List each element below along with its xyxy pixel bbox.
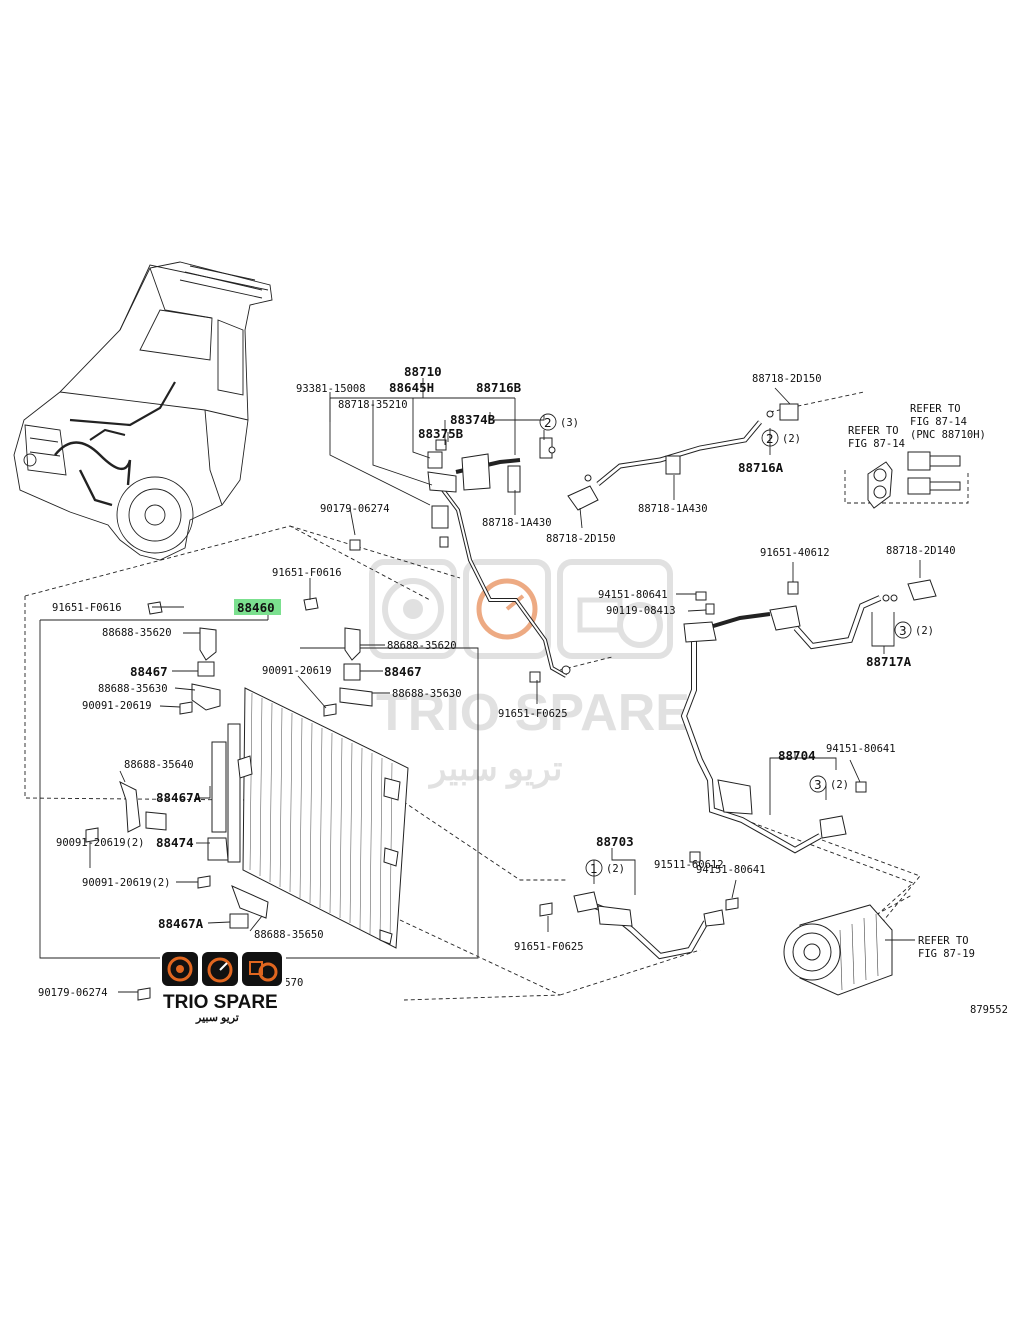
part-labels: 88710 93381-15008 88645H 88716B 88718-35… — [38, 364, 1008, 1016]
callout-qty-2-716a: (2) — [782, 433, 801, 445]
callout-2-top: 2 — [544, 416, 552, 430]
leader-lines — [89, 378, 921, 993]
callout-circle-3-704 — [809, 775, 827, 793]
label-88718-1a430-a: 88718-1A430 — [482, 517, 552, 529]
label-88717a: 88717A — [866, 654, 912, 669]
label-refer-87-14a-line2: FIG 87-14 — [848, 438, 905, 450]
label-88688-35630-b: 88688-35630 — [392, 688, 462, 700]
label-88688-35640: 88688-35640 — [124, 759, 194, 771]
vehicle-illustration — [13, 261, 273, 561]
condenser — [211, 687, 409, 949]
label-88645h: 88645H — [389, 380, 434, 395]
label-refer-87-14a-line1: REFER TO — [848, 425, 899, 437]
label-88688-35620-b: 88688-35620 — [387, 640, 457, 652]
label-90119-08413: 90119-08413 — [606, 605, 676, 617]
callout-circle-1-703 — [585, 859, 603, 877]
label-90091-20619-2b: 90091-20619(2) — [82, 877, 171, 889]
label-88467-a: 88467 — [130, 664, 168, 679]
label-88718-2d150-a: 88718-2D150 — [546, 533, 616, 545]
label-88467-b: 88467 — [384, 664, 422, 679]
label-94151-80641-a: 94151-80641 — [598, 589, 668, 601]
label-88688-35630-a: 88688-35630 — [98, 683, 168, 695]
compressor — [783, 904, 893, 996]
label-88718-35210: 88718-35210 — [338, 399, 408, 411]
label-88374b: 88374B — [450, 412, 496, 427]
label-91651-40612: 91651-40612 — [760, 547, 830, 559]
label-94151-80641-c: 94151-80641 — [696, 864, 766, 876]
label-88718-2d150-top: 88718-2D150 — [752, 373, 822, 385]
label-88688-35620-a: 88688-35620 — [102, 627, 172, 639]
watermark-brand-arabic: تريو سبير — [428, 750, 562, 789]
label-90179-06274-a: 90179-06274 — [320, 503, 390, 515]
brand-logo-name-arabic: تريو سبير — [195, 1012, 239, 1024]
callout-qty-2-717a: (2) — [915, 625, 934, 637]
callout-circle-2-716a — [761, 429, 779, 447]
label-88716a: 88716A — [738, 460, 784, 475]
label-88710: 88710 — [404, 364, 442, 379]
label-88718-1a430-b: 88718-1A430 — [638, 503, 708, 515]
label-91651-f0625-b: 91651-F0625 — [514, 941, 584, 953]
label-90179-06274-b: 90179-06274 — [38, 987, 108, 999]
label-88716b: 88716B — [476, 380, 522, 395]
label-88460: 88460 — [237, 600, 275, 615]
callout-3-717a: 3 — [899, 624, 907, 638]
label-88704: 88704 — [778, 748, 816, 763]
fittings — [427, 403, 961, 927]
label-91651-f0625-a: 91651-F0625 — [498, 708, 568, 720]
bolts — [85, 536, 867, 1001]
label-88474: 88474 — [156, 835, 194, 850]
watermark-center: TRIO SPARE تريو سبير — [369, 559, 690, 789]
label-91511-60612: 91511-60612 — [654, 859, 724, 871]
highlight-88460 — [234, 599, 281, 615]
label-93381-15008: 93381-15008 — [296, 383, 366, 395]
label-refer-87-14b-line2: FIG 87-14 — [910, 416, 967, 428]
label-88375b: 88375B — [418, 426, 464, 441]
label-88467a-b: 88467A — [158, 916, 204, 931]
callout-circle-3-717a — [894, 621, 912, 639]
label-refer-87-14b-line3: (PNC 88710H) — [910, 429, 986, 441]
label-88703: 88703 — [596, 834, 634, 849]
label-refer-87-19-line2: FIG 87-19 — [918, 948, 975, 960]
label-88688-35650: 88688-35650 — [254, 929, 324, 941]
callout-qty-2-703: (2) — [606, 863, 625, 875]
callout-3-704: 3 — [814, 778, 822, 792]
watermark-brand: TRIO SPARE — [376, 684, 690, 742]
label-94151-80641-b: 94151-80641 — [826, 743, 896, 755]
label-88467a-a: 88467A — [156, 790, 202, 805]
callout-qty-2-704: (2) — [830, 779, 849, 791]
pipes — [438, 420, 882, 960]
label-91651-f0616-a: 91651-F0616 — [272, 567, 342, 579]
callout-1-703: 1 — [590, 862, 598, 876]
callout-qty-3-top: (3) — [560, 417, 579, 429]
label-88718-2d140: 88718-2D140 — [886, 545, 956, 557]
brand-logo-name: TRIO SPARE — [163, 992, 278, 1013]
diagram-id: 879552 — [970, 1004, 1008, 1016]
condenser-assembly-box — [39, 619, 479, 959]
label-90091-20619-a: 90091-20619 — [262, 665, 332, 677]
label-90091-20619-b: 90091-20619 — [82, 700, 152, 712]
brand-logo: TRIO SPARE تريو سبير — [160, 950, 286, 1024]
label-refer-87-19-line1: REFER TO — [918, 935, 969, 947]
callout-circle-2-top — [539, 413, 557, 431]
callout-2-716a: 2 — [766, 432, 774, 446]
label-91651-f0616-b: 91651-F0616 — [52, 602, 122, 614]
label-refer-87-14b-line1: REFER TO — [910, 403, 961, 415]
label-90091-20619-2a: 90091-20619(2) — [56, 837, 145, 849]
brackets — [119, 627, 373, 929]
